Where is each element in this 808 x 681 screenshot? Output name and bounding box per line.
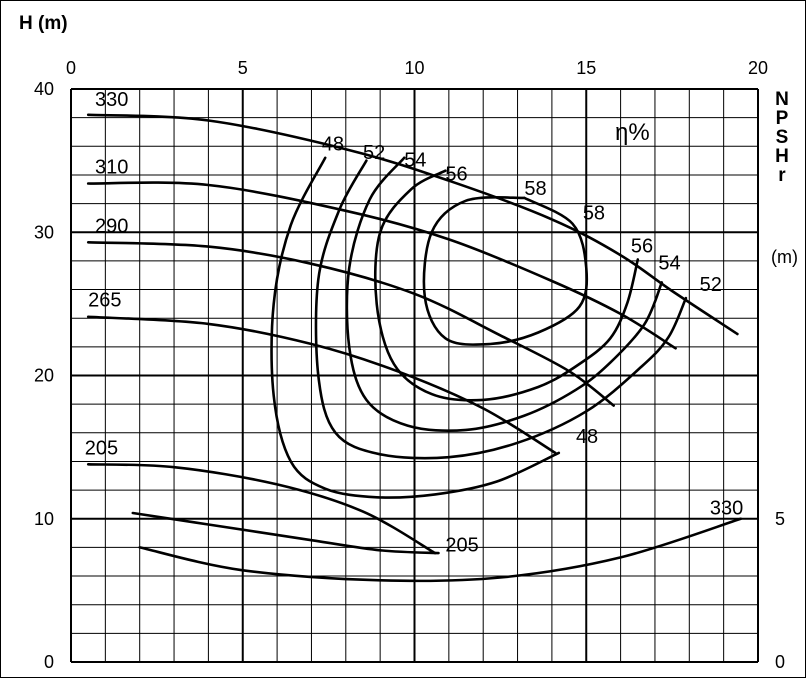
head-curve-205: [86, 463, 437, 555]
curve-label-52: 52: [700, 274, 722, 296]
y-axis-unit-right: (m): [771, 247, 798, 267]
y-tick-label-left: 0: [44, 652, 54, 672]
efficiency-curve-56: [373, 169, 640, 402]
efficiency-curve-58: [422, 196, 589, 346]
curve-label-58: 58: [524, 178, 546, 200]
efficiency-label: η%: [615, 119, 650, 146]
y-tick-labels-right: 05: [775, 509, 785, 672]
head-curve-290: [86, 241, 615, 407]
y-tick-labels-left: 0 10 20 30 40: [34, 79, 54, 672]
curve-label-330: 330: [710, 497, 743, 519]
curve-label-48: 48: [576, 426, 598, 448]
x-tick-label: 20: [748, 58, 768, 78]
curve-label-265: 265: [88, 290, 121, 312]
y-axis-title-right-letter: S: [776, 127, 789, 148]
x-tick-label: 0: [66, 58, 76, 78]
curve-label-58: 58: [583, 202, 605, 224]
head-curve-330: [86, 113, 739, 336]
y-axis-title-right-letter: N: [775, 89, 789, 110]
efficiency-curves: [270, 156, 688, 499]
efficiency-curve-48: [270, 156, 561, 499]
curve-label-330: 330: [95, 89, 128, 111]
y-tick-label-left: 40: [34, 79, 54, 99]
curve-label-310: 310: [95, 157, 128, 179]
y-tick-label-left: 20: [34, 366, 54, 386]
curve-label-56: 56: [445, 164, 467, 186]
y-axis-title-left: H (m): [19, 13, 68, 34]
head-curve-310: [86, 181, 677, 350]
y-axis-title-right-letter: P: [776, 108, 789, 129]
x-tick-label: 5: [238, 58, 248, 78]
x-tick-label: 15: [576, 58, 596, 78]
curve-label-290: 290: [95, 215, 128, 237]
y-axis-title-right-letter: r: [778, 165, 786, 186]
npshr-curve-205: [131, 511, 440, 555]
head-curves: [86, 113, 739, 555]
x-tick-labels: 0 5 10 15 20: [66, 58, 768, 78]
y-tick-label-left: 30: [34, 222, 54, 242]
curve-label-54: 54: [658, 252, 680, 274]
y-tick-label-right: 5: [775, 509, 785, 529]
npshr-curves: [131, 511, 743, 583]
curve-label-56: 56: [631, 235, 653, 257]
curve-label-52: 52: [363, 142, 385, 164]
efficiency-curve-52: [314, 159, 688, 460]
curve-label-205: 205: [85, 437, 118, 459]
npshr-curve-330: [138, 517, 743, 583]
curve-label-54: 54: [404, 149, 426, 171]
y-tick-label-left: 10: [34, 509, 54, 529]
x-tick-label: 10: [404, 58, 424, 78]
major-grid: [70, 88, 759, 663]
curve-label-48: 48: [322, 134, 344, 156]
efficiency-curve-54: [345, 156, 664, 432]
head-curve-265: [86, 315, 557, 455]
y-tick-label-right: 0: [775, 652, 785, 672]
curve-label-205: 205: [445, 535, 478, 557]
y-axis-title-right-letter: H: [775, 146, 789, 167]
